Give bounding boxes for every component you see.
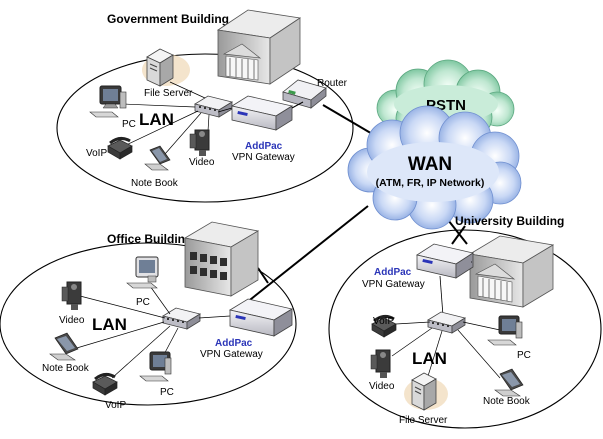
- government-lan-boundary: [56, 53, 354, 203]
- office-lan-boundary: [0, 242, 297, 406]
- office-pc2-icon: [139, 351, 172, 382]
- office-video-label: Video: [59, 315, 85, 326]
- government-lan-links: [122, 81, 233, 155]
- government-lan-label: LAN: [139, 110, 174, 129]
- office-building-title: Office Building: [107, 232, 192, 246]
- university-lan-label: LAN: [412, 349, 447, 368]
- government-router-icon: [282, 79, 327, 109]
- wan-network-types: (ATM, FR, IP Network): [376, 177, 485, 189]
- wan-to-office-link: [245, 205, 369, 304]
- university-vpn-gateway-icon: [415, 243, 475, 279]
- university-pc-label: PC: [517, 350, 531, 361]
- government-video-label: Video: [189, 157, 215, 168]
- university-notebook-icon: [494, 368, 524, 397]
- university-file-server-icon: [404, 372, 448, 411]
- office-voip-label: VoIP: [105, 400, 126, 411]
- government-video-camera-icon: [189, 129, 210, 156]
- university-gateway-label: VPN Gateway: [362, 279, 425, 290]
- government-pc-label: PC: [122, 119, 136, 130]
- government-building-title: Government Building: [107, 12, 229, 26]
- university-lan-switch-icon: [426, 311, 467, 334]
- university-building-title: University Building: [455, 214, 564, 228]
- university-gateway-brand: AddPac: [374, 267, 412, 278]
- government-notebook-label: Note Book: [131, 178, 179, 189]
- university-voip-phone-icon: [371, 314, 397, 338]
- office-vpn-gateway-icon: [228, 298, 294, 337]
- office-gateway-label: VPN Gateway: [200, 349, 263, 360]
- government-notebook-icon: [144, 145, 171, 171]
- government-gateway-brand: AddPac: [245, 141, 283, 152]
- office-voip-phone-icon: [92, 372, 118, 396]
- university-lan-boundary: [328, 229, 602, 429]
- wan-label: WAN: [408, 154, 452, 175]
- government-router-label: Router: [317, 78, 348, 89]
- government-voip-label: VoIP: [86, 148, 107, 159]
- university-voip-label: VoIP: [373, 316, 394, 327]
- government-gateway-label: VPN Gateway: [232, 152, 295, 163]
- government-vpn-gateway-icon: [230, 95, 294, 131]
- government-file-server-icon: [142, 48, 190, 87]
- office-building-icon: [183, 221, 260, 297]
- university-pc-icon: [487, 315, 523, 346]
- office-lan-switch-icon: [161, 307, 202, 330]
- university-lan-links: [391, 321, 501, 379]
- wan-cloud: WAN (ATM, FR, IP Network): [347, 105, 522, 230]
- office-gateway-brand: AddPac: [215, 338, 253, 349]
- office-pc2-label: PC: [160, 387, 174, 398]
- office-video-camera-icon: [61, 281, 82, 310]
- office-lan-label: LAN: [92, 315, 127, 334]
- university-building-uplink: [451, 225, 466, 245]
- government-file-server-label: File Server: [144, 88, 193, 99]
- office-pc-icon: [126, 256, 159, 289]
- office-notebook-icon: [49, 332, 79, 361]
- office-building-uplink: [257, 267, 269, 284]
- university-video-label: Video: [369, 381, 395, 392]
- university-building-icon: [468, 235, 555, 308]
- office-pc-label: PC: [136, 297, 150, 308]
- government-building-icon: [216, 9, 302, 85]
- office-notebook-label: Note Book: [42, 363, 90, 374]
- university-video-camera-icon: [370, 349, 391, 378]
- university-file-server-label: File Server: [399, 415, 448, 426]
- pstn-cloud: PSTN: [376, 59, 515, 140]
- university-notebook-label: Note Book: [483, 396, 531, 407]
- government-pc-icon: [89, 85, 127, 118]
- government-voip-phone-icon: [107, 136, 133, 160]
